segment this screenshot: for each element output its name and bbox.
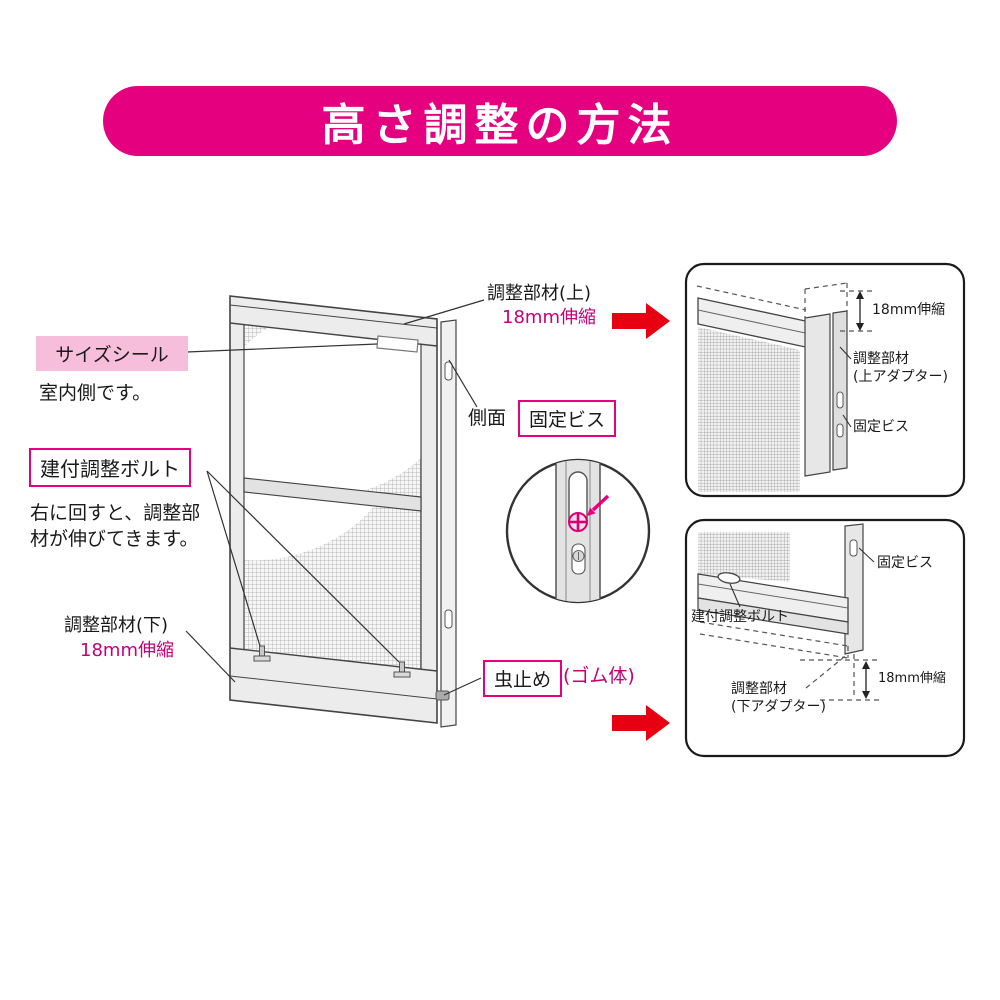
fixing-screw-label: 固定ビス xyxy=(518,400,617,437)
size-seal-label: サイズシール xyxy=(36,336,188,371)
size-seal-callout: サイズシール 室内側です。 xyxy=(36,336,188,405)
size-seal-note: 室内側です。 xyxy=(36,378,188,405)
dimension-18mm-bottom xyxy=(862,661,870,699)
arrow-right-top-icon xyxy=(612,303,670,339)
adjust-bolt-head xyxy=(717,572,741,584)
page-title: 高さ調整の方法 xyxy=(321,100,679,151)
adjust-upper-value: 18mm伸縮 xyxy=(502,307,596,328)
panel-top-stretch: 18mm伸縮 xyxy=(872,302,946,318)
bug-stop-note: (ゴム体) xyxy=(563,665,635,687)
adjust-upper-label: 調整部材(上) xyxy=(487,283,592,304)
screen-frame-drawing xyxy=(229,295,457,728)
fixing-screw-icon xyxy=(568,512,588,532)
dimension-18mm-top xyxy=(856,291,864,331)
adjust-bolt-note-line2: 材が伸びてきます。 xyxy=(30,528,199,550)
title-banner: 高さ調整の方法 xyxy=(103,86,897,156)
size-seal-sticker xyxy=(376,335,419,353)
panel-top-adapter-line2: (上アダプター) xyxy=(853,369,948,385)
middle-rail xyxy=(243,477,422,512)
leader-lines xyxy=(185,299,485,696)
panel-bottom-adapter-line2: (下アダプター) xyxy=(731,699,826,715)
adjust-lower-label: 調整部材(下) xyxy=(64,615,169,636)
panel-bottom-screw: 固定ビス xyxy=(877,555,933,571)
bug-stop-rubber xyxy=(435,690,450,701)
side-rail xyxy=(440,319,457,728)
detail-panel-top xyxy=(684,262,966,498)
bug-stop-label: 虫止め xyxy=(483,660,563,697)
screw-pointer-arrow-icon xyxy=(587,494,610,516)
arrow-right-bottom-icon xyxy=(612,705,670,741)
panel-top-screw: 固定ビス xyxy=(853,419,909,435)
fixing-screw-detail-circle xyxy=(505,458,651,604)
panel-bottom-bolt: 建付調整ボルト xyxy=(691,609,789,625)
adjust-bolt-label: 建付調整ボルト xyxy=(29,448,191,487)
side-label: 側面 xyxy=(468,407,507,429)
adjust-bolt-note-line1: 右に回すと、調整部 xyxy=(30,502,201,524)
detail-panel-bottom xyxy=(684,518,966,758)
adjust-lower-value: 18mm伸縮 xyxy=(80,640,174,661)
adjust-bolts xyxy=(253,645,411,678)
panel-top-adapter-line1: 調整部材 xyxy=(853,351,909,367)
panel-bottom-adapter-line1: 調整部材 xyxy=(731,681,787,697)
panel-bottom-stretch: 18mm伸縮 xyxy=(878,671,946,686)
